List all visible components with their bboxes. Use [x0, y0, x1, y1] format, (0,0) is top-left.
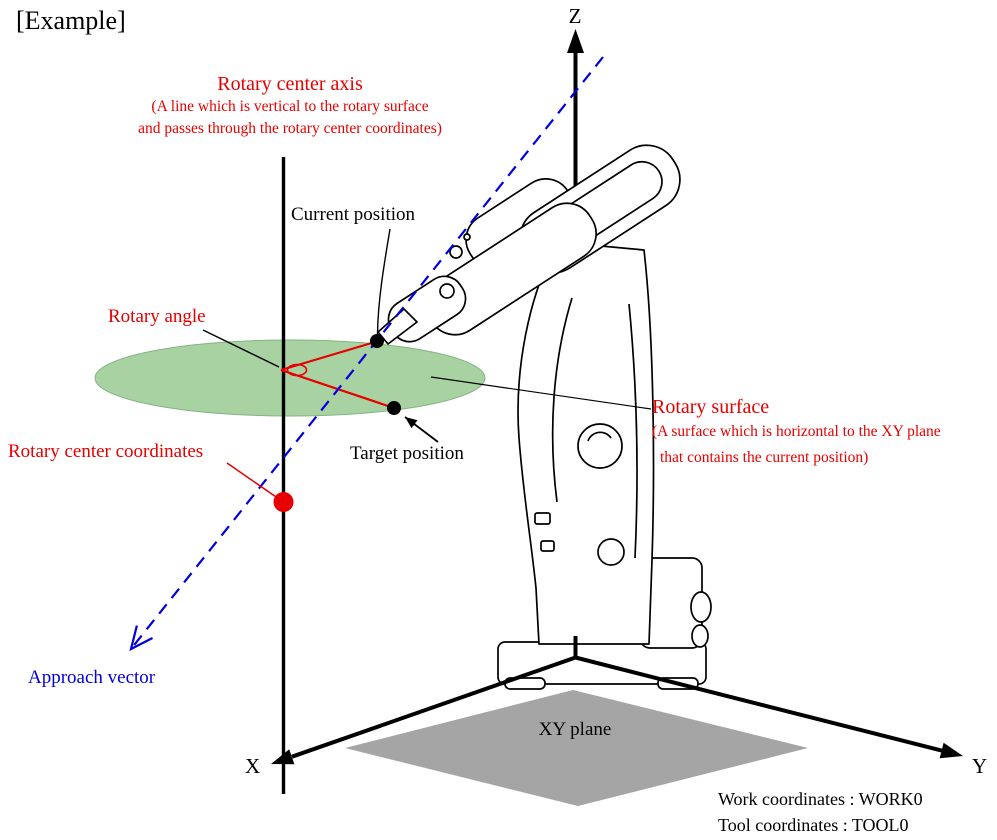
current-position-label: Current position — [291, 204, 416, 225]
robot-detail-plate — [534, 512, 551, 525]
robot-arm-screw — [449, 245, 463, 259]
target-position-arrow — [404, 416, 439, 443]
rotary-surface-ellipse — [94, 339, 486, 417]
rotary-surface-desc2: that contains the current position) — [660, 449, 869, 466]
z-axis-arrowhead — [567, 29, 584, 53]
z-axis-label: Z — [568, 4, 582, 28]
robot-joint-slot — [587, 431, 612, 442]
robot-detail-plate-2 — [540, 540, 555, 552]
robot-arm-illustration — [377, 144, 712, 690]
coordinates-footer: Work coordinates : WORK0 Tool coordinate… — [718, 786, 923, 838]
rotary-angle-marker — [286, 363, 308, 377]
rotary-angle-leader — [202, 329, 280, 368]
robot-body-contour-2 — [628, 303, 638, 559]
robot-body-contour — [551, 297, 573, 503]
current-position-leader — [376, 228, 391, 335]
robot-arm-screw-2 — [463, 233, 471, 241]
rotary-center-coordinates-label: Rotary center coordinates — [8, 441, 204, 462]
rotary-center-axis-desc1: (A line which is vertical to the rotary … — [151, 98, 429, 115]
robot-wrist-joint — [439, 283, 455, 299]
x-axis-label: X — [245, 754, 261, 778]
target-position-label: Target position — [350, 443, 464, 464]
rotary-center-leader — [226, 462, 280, 500]
y-axis-line — [575, 655, 943, 753]
rotary-center-axis-label: Rotary center axis (A line which is vert… — [40, 73, 540, 140]
robot-base-cylinder — [690, 591, 712, 623]
tool-coordinates-text: Tool coordinates : TOOL0 — [718, 815, 909, 835]
xy-plane-label: XY plane — [538, 719, 612, 740]
y-axis-label: Y — [972, 754, 988, 778]
rotary-center-axis-title: Rotary center axis — [217, 73, 363, 95]
rotary-surface-label: Rotary surface (A surface which is horiz… — [652, 396, 941, 471]
x-axis-line — [291, 655, 577, 759]
current-position-dot — [370, 334, 384, 348]
x-axis-arrowhead — [271, 749, 295, 765]
approach-vector-line — [129, 56, 604, 652]
approach-vector-label: Approach vector — [28, 667, 156, 688]
robot-tool — [377, 308, 418, 345]
rotary-surface-leader — [430, 376, 652, 410]
example-label: [Example] — [16, 6, 126, 35]
robot-joint-cover — [577, 423, 623, 469]
rotary-angle-line-current — [280, 340, 376, 372]
y-axis-arrowhead — [939, 742, 963, 759]
target-position-dot — [387, 401, 401, 415]
xy-plane-surface — [345, 690, 808, 806]
work-coordinates-text: Work coordinates : WORK0 — [718, 789, 923, 809]
rotary-angle-label: Rotary angle — [108, 306, 206, 327]
rotary-center-axis-desc2: and passes through the rotary center coo… — [138, 120, 442, 137]
robot-joint-small — [597, 538, 625, 566]
robot-base-cylinder-cap — [691, 624, 709, 648]
rotary-surface-title: Rotary surface — [652, 396, 770, 418]
rotary-center-dot — [273, 492, 294, 512]
rotary-surface-desc1: (A surface which is horizontal to the XY… — [652, 423, 941, 440]
